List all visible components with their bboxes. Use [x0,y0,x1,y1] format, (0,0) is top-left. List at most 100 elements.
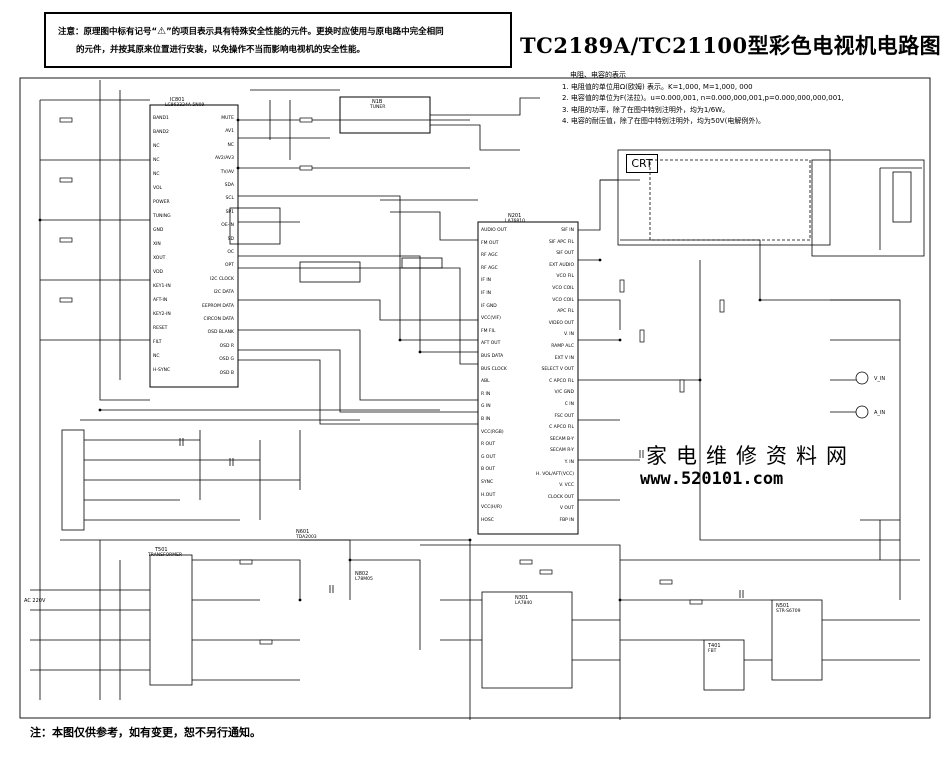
ic-pin-label: GND [153,228,164,233]
ic-pin-label: RESET [153,326,168,331]
ic-pin-label: OSD B [219,370,234,376]
ic-pin-label: SP1 [225,209,234,215]
ic-pin-label: OE-IN [221,223,234,229]
ic-pin-label: AUDIO OUT [481,228,507,233]
legend-item: 3. 电阻的功率，除了在图中特别注明外，均为1/6W。 [562,105,730,114]
ic-pin-label: FM FIL [481,328,496,334]
crt-board [617,149,831,246]
ic-pin-label: SIF APC FIL [549,239,574,245]
transformer-part: TRANSFORMER [148,553,183,558]
ic-reg-name: N802 [355,571,369,577]
ic-pin-label: I2C CLOCK [210,276,234,282]
component-legend: 电阻、电容的表示 1. 电阻值的单位用Ω(欧姆) 表示。K=1,000, M=1… [562,70,942,128]
ic-vertical-part: LA7840 [515,601,533,606]
ic-pin-label: AFT OUT [481,341,501,347]
ic-pin-label: V. VCC [559,483,574,489]
ic-pin-label: H. VOL/AFT(VCC) [536,471,574,477]
ic-pin-label: OSD R [219,343,234,349]
ic-signal-body [477,221,579,535]
ic-pin-label: BAND2 [153,130,169,135]
ic-pin-label: NC [227,142,234,148]
legend-item: 2. 电容值的单位为F(法拉)。u=0.000,001, n=0.000,000… [562,94,844,102]
ic-pin-label: IF GND [481,303,497,309]
safety-notice-line1: 注意：原理图中标有记号“⚠”的项目表示具有特殊安全性能的元件。更换时应使用与原电… [58,23,498,41]
ac-input-label: AC 220V [24,598,46,604]
ic-pin-label: CLOCK OUT [547,494,574,500]
ic-pin-label: EXT V IN [554,355,574,361]
ic-pin-label: ABL [481,379,490,385]
tuner-name: N1B [372,99,383,105]
ic-pin-label: KEY1-IN [153,284,171,289]
ic-reg-part: L78M05 [355,577,373,582]
ic-vertical-name: N301 [515,595,529,601]
ic-pin-label: IF IN [481,278,492,284]
ic-pin-label: V OUT [559,506,574,512]
ic-power-name: N501 [776,603,790,609]
ic-pin-label: BUS CLOCK [481,366,507,372]
legend-item: 1. 电阻值的单位用Ω(欧姆) 表示。K=1,000, M=1,000, 000 [562,82,753,91]
ic-pin-label: EXT AUDIO [549,262,574,268]
ic-pin-label: TV/AV [220,169,234,175]
safety-notice: 注意：原理图中标有记号“⚠”的项目表示具有特殊安全性能的元件。更换时应使用与原电… [44,12,512,68]
warning-icon: ⚠ [157,26,167,37]
av-jack-panel [61,429,85,531]
ic-pin-label: SCL [225,196,234,202]
ic-pin-label: AFT-IN [153,298,168,303]
ic-pin-label: NC [153,354,160,359]
ic-pin-label: XOUT [153,256,166,261]
schematic-frame [19,77,931,719]
fbt-body [703,639,745,691]
ic-pin-label: VIDEO OUT [548,320,574,326]
ic-pin-label: RF AGC [481,253,498,259]
ic-pin-label: VCC(VIF) [481,316,501,322]
ic-pin-label: HOSC [481,517,494,523]
tuner-body [339,96,431,134]
ic-pin-label: VDD [153,270,164,275]
notice-line1-suffix: ”的项目表示具有特殊安全性能的元件。更换时应使用与原电路中完全相同 [166,27,444,37]
ic-pin-label: H.OUT [481,492,496,498]
transformer-name: T501 [155,547,168,553]
ic-pin-label: I2C DATA [213,290,234,296]
ic-pin-label: NC [153,172,160,177]
notice-line1-prefix: 注意：原理图中标有记号“ [58,27,158,37]
ic-pin-label: OPT [224,263,234,269]
ic-pin-label: B OUT [481,467,496,473]
ic-pin-label: CIRCON DATA [203,317,234,322]
ic-pin-label: FBP IN [559,518,574,523]
av-jack-label: A_IN [874,410,886,416]
fbt-name: T401 [708,643,721,649]
ic-pin-label: V/C GND [554,390,575,396]
ic-pin-label: Y. IN [564,460,574,465]
ic-pin-label: R OUT [481,442,496,448]
watermark-cn: 家电维修资料网 [646,444,856,468]
legend-heading: 电阻、电容的表示 [570,71,626,79]
av-jack-label: V_IN [874,376,886,382]
footer-note: 注：本图仅供参考，如有变更，恕不另行通知。 [30,726,261,739]
ic-power-body [771,599,823,681]
ic-audio-name: N601 [296,529,310,535]
ic-pin-label: SIF IN [561,228,574,233]
ic-pin-label: H-SYNC [153,368,171,373]
ic-pin-label: NC [153,158,160,163]
safety-notice-line2: 的元件，并按其原来位置进行安装，以免操作不当而影响电视机的安全性能。 [76,45,366,55]
ic-pin-label: VCC(H/R) [481,505,502,511]
ic-pin-label: BUS DATA [481,354,504,359]
ic-pin-label: VCO COIL [552,286,574,291]
ic-pin-label: SECAM R-Y [549,448,574,454]
ic-pin-label: C APCO FIL [549,425,574,431]
tuner-part: TUNER [370,105,386,110]
ic-pin-label: RF AGC [481,265,498,271]
ic-pin-label: VOL [153,186,163,191]
fbt-part: FBT [708,649,717,654]
ic-pin-label: G IN [481,404,491,410]
ic-pin-label: OSD G [219,357,234,363]
ic-pin-label: G OUT [481,454,496,460]
ic-pin-label: V. IN [563,332,574,338]
ic-pin-label: SD [227,236,234,242]
ic-signal-part: LA76810 [505,219,526,224]
ic-micro-body [149,104,239,388]
ic-pin-label: R IN [481,391,491,397]
ic-pin-label: POWER [153,200,170,205]
ic-signal-name: N201 [508,213,522,219]
ic-pin-label: IF IN [481,291,492,296]
